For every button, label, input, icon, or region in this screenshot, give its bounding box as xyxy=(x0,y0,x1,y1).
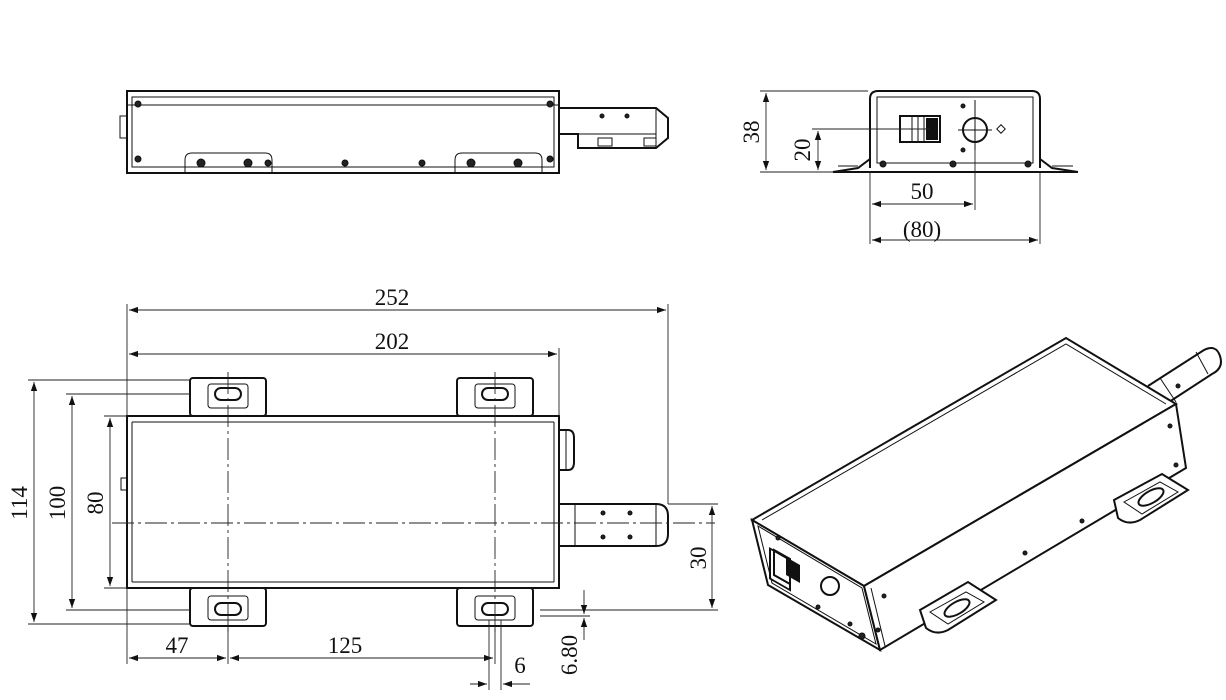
dim-plate-thickness: 6.80 xyxy=(557,635,582,675)
dim-body-length: 202 xyxy=(375,329,410,354)
dim-offset-left: 47 xyxy=(166,633,189,658)
dim-overall-width: 114 xyxy=(7,486,32,520)
dim-body-width: 80 xyxy=(83,492,108,515)
dim-slot-width: 6 xyxy=(514,653,526,678)
dimension-labels: 38 20 50 (80) 252 202 114 100 80 47 125 … xyxy=(7,121,941,679)
dimension-lines xyxy=(28,90,1041,690)
end-view xyxy=(832,90,1079,173)
front-elevation-view xyxy=(119,90,669,174)
dim-side-switch-height: 20 xyxy=(790,139,815,162)
dim-rod-width: 30 xyxy=(686,547,711,570)
dim-side-width-total: (80) xyxy=(903,217,941,242)
isometric-view xyxy=(750,336,1222,653)
dim-overall-length: 252 xyxy=(375,285,410,310)
dim-side-width-partial: 50 xyxy=(911,179,934,204)
dim-slot-spacing: 125 xyxy=(328,633,363,658)
plan-view xyxy=(112,372,715,632)
dim-side-height: 38 xyxy=(739,121,764,144)
dim-mount-width: 100 xyxy=(45,486,70,521)
